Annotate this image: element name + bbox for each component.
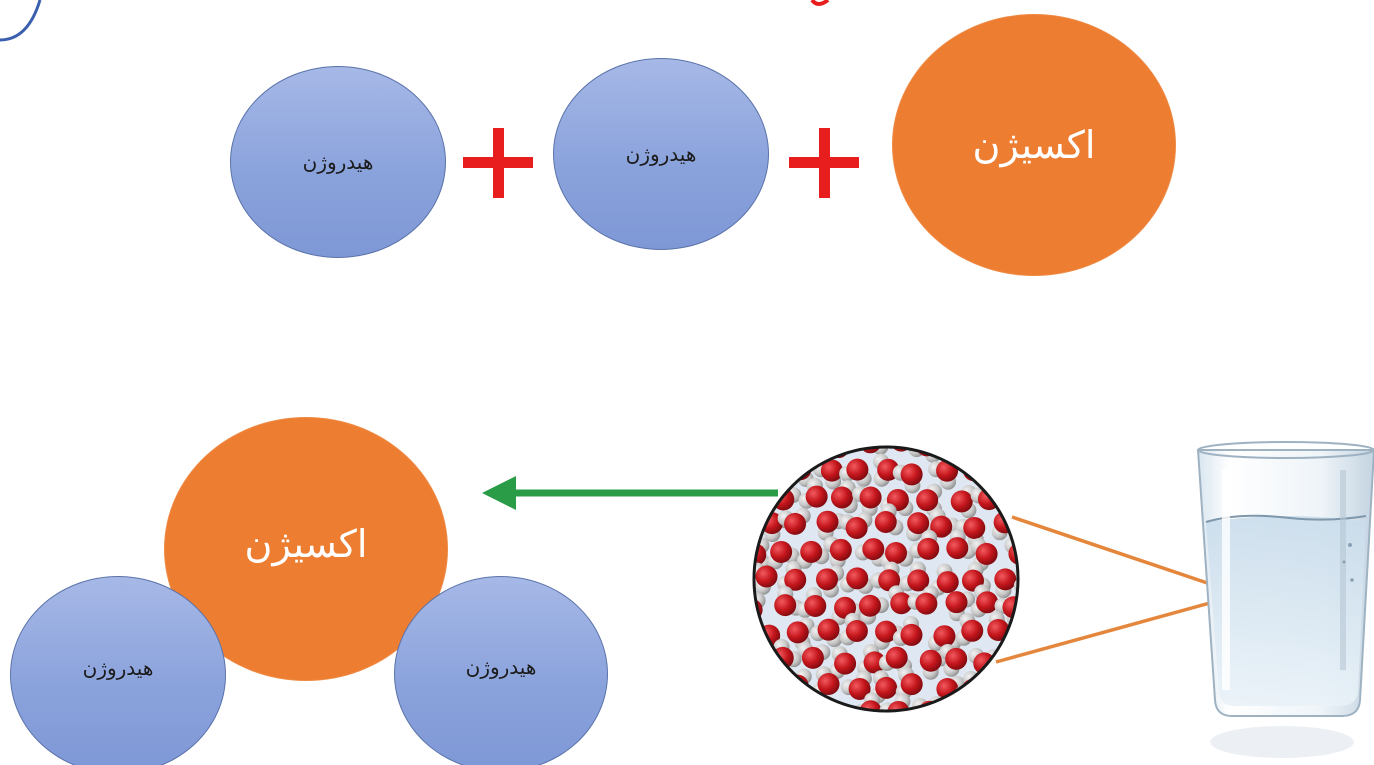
hydrogen-atom-top-middle: هیدروژن (553, 58, 769, 250)
water-molecule (797, 641, 831, 669)
water-molecule (796, 587, 827, 618)
partial-circle-decor-left (0, 0, 42, 42)
water-molecule (879, 646, 913, 674)
water-molecule (936, 676, 966, 708)
zoom-connector-lines (995, 515, 1229, 664)
water-molecule (870, 561, 901, 592)
partial-circle-decor-top (810, 0, 830, 6)
water-molecule (839, 612, 868, 646)
water-molecule (892, 615, 923, 646)
water-molecule (909, 529, 940, 560)
oxygen-atom-top: اکسیژن (892, 14, 1176, 276)
water-molecule (907, 585, 939, 615)
plus-icon (463, 128, 533, 198)
water-molecule (955, 612, 984, 646)
water-molecule (839, 458, 872, 487)
water-molecule (777, 507, 811, 535)
hydrogen-label: هیدروژن (465, 655, 537, 679)
water-molecule (970, 584, 999, 618)
water-molecule (831, 596, 864, 626)
hydrogen-atom-top-left: هیدروژن (230, 66, 446, 258)
oxygen-label: اکسیژن (972, 123, 1096, 167)
water-molecule (816, 565, 845, 598)
hydrogen-label: هیدروژن (302, 150, 374, 174)
hydrogen-atom-molecule-left: هیدروژن (10, 576, 226, 765)
water-molecule (919, 649, 950, 680)
water-molecule (812, 459, 843, 490)
hydrogen-label: هیدروژن (82, 656, 154, 680)
water-molecule (754, 562, 778, 595)
water-molecule (796, 540, 830, 569)
plus-icon (789, 128, 859, 198)
water-molecule (858, 594, 889, 625)
water-molecule (810, 618, 843, 648)
water-molecule (899, 561, 930, 592)
water-molecule (754, 579, 756, 596)
water-molecule (857, 643, 886, 677)
oxygen-label: اکسیژن (244, 522, 368, 566)
water-molecule (830, 480, 858, 514)
water-molecule (840, 567, 874, 594)
water-molecule (798, 477, 828, 509)
water-molecule (767, 540, 800, 570)
water-molecule (823, 536, 852, 569)
hydrogen-label: هیدروژن (625, 142, 697, 166)
left-arrow-icon (482, 476, 778, 510)
water-molecule (930, 563, 959, 596)
glass-of-water-icon (1196, 441, 1374, 758)
water-molecule (892, 463, 923, 494)
water-molecule (939, 643, 968, 677)
water-molecule (994, 568, 1018, 599)
water-molecule (874, 503, 904, 536)
water-molecules-closeup (752, 445, 1020, 713)
water-molecule (839, 512, 873, 539)
water-molecule (916, 483, 943, 517)
water-molecule (840, 670, 872, 700)
water-molecule (777, 560, 807, 592)
hydrogen-atom-molecule-right: هیدروژن (394, 576, 608, 765)
